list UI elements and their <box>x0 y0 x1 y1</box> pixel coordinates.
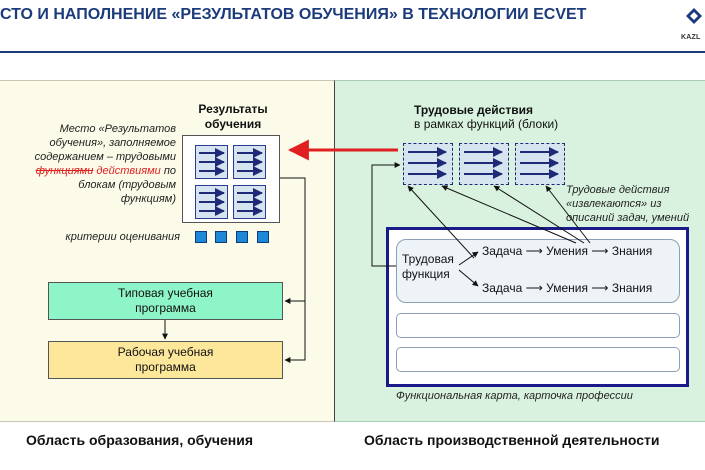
criteria-square <box>215 231 227 243</box>
task-chain-1: Задача ⟶ Умения ⟶ Знания <box>482 244 653 258</box>
extract-note-line: «извлекаются» из <box>566 198 662 210</box>
task-chain-2: Задача ⟶ Умения ⟶ Знания <box>482 281 653 295</box>
typical-program-line1: Типовая учебная <box>118 286 213 300</box>
extract-note: Трудовые действия «извлекаются» из описа… <box>566 183 704 225</box>
title-rule <box>0 51 705 53</box>
struck-word: функциями <box>35 165 94 177</box>
red-word: действиями <box>96 165 161 177</box>
working-program-box: Рабочая учебная программа <box>48 341 283 379</box>
map-caption: Функциональная карта, карточка профессии <box>396 390 633 402</box>
typical-program-box: Типовая учебная программа <box>48 282 283 320</box>
empty-function-row <box>396 347 680 372</box>
logo: KAZL <box>678 6 705 50</box>
function-label-line1: Трудовая <box>402 252 454 266</box>
results-header: Результаты обучения <box>192 102 274 132</box>
labor-block-arrows <box>408 147 559 179</box>
function-row <box>396 239 680 303</box>
production-caption: Область производственной деятельности <box>364 432 660 448</box>
working-program-line1: Рабочая учебная <box>117 345 214 359</box>
criteria-square <box>195 231 207 243</box>
place-desc-line: обучения», заполняемое <box>49 137 176 149</box>
program-bracket <box>162 177 306 363</box>
logo-text: KAZL <box>681 34 701 41</box>
empty-function-row <box>396 313 680 338</box>
function-label-line2: функция <box>402 267 450 281</box>
results-header-line1: Результаты <box>198 102 268 116</box>
results-cell-arrows <box>199 148 263 216</box>
page-title: СТО И НАПОЛНЕНИЕ «РЕЗУЛЬТАТОВ ОБУЧЕНИЯ» … <box>0 6 587 23</box>
diamond-logo-icon <box>686 8 702 24</box>
working-program-line2: программа <box>135 360 196 374</box>
place-desc-line: функциями действиями по <box>4 164 176 178</box>
labor-actions-header: Трудовые действия <box>414 103 533 117</box>
place-desc-po: по <box>163 165 176 177</box>
criteria-label: критерии оценивания <box>65 231 180 243</box>
extract-note-line: описаний задач, умений <box>566 212 690 224</box>
place-desc-line: Место «Результатов <box>59 123 176 135</box>
criteria-square <box>236 231 248 243</box>
place-description: Место «Результатов обучения», заполняемо… <box>4 122 176 206</box>
place-desc-line: функциям) <box>120 193 176 205</box>
education-caption: Область образования, обучения <box>26 432 254 448</box>
results-header-line2: обучения <box>204 117 262 131</box>
place-desc-line: содержанием – трудовыми <box>34 151 176 163</box>
labor-actions-sub: в рамках функций (блоки) <box>414 117 559 131</box>
typical-program-line2: программа <box>135 301 196 315</box>
function-connector <box>371 162 591 287</box>
criteria-square <box>257 231 269 243</box>
extract-note-line: Трудовые действия <box>566 184 670 196</box>
place-desc-line: блокам (трудовым <box>78 179 176 191</box>
